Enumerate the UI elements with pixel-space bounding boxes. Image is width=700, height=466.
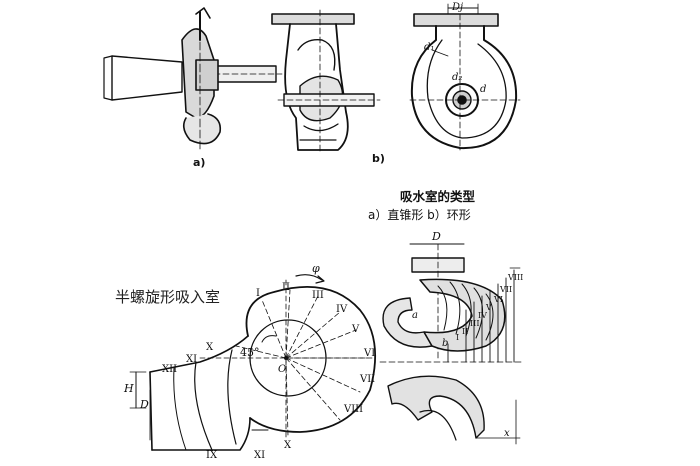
roman-VI: VI xyxy=(363,348,375,359)
ring-d2-label: d₂ xyxy=(452,72,462,83)
section-a-label: a xyxy=(412,310,418,321)
section-roman-III: III xyxy=(470,319,479,328)
roman-IV: IV xyxy=(336,304,348,315)
roman-XII: XII xyxy=(162,364,177,375)
figure-label-b: b) xyxy=(372,152,385,165)
ring-chamber-front-view xyxy=(409,3,521,151)
roman-III: III xyxy=(312,290,324,301)
roman-VIII: VIII xyxy=(343,404,363,415)
roman-II: II xyxy=(282,282,290,293)
roman-VII: VII xyxy=(359,374,375,385)
roman-I: I xyxy=(256,288,260,299)
roman-XI-bottom: XI xyxy=(254,450,265,461)
section-roman-V: V xyxy=(485,303,492,312)
semi-spiral-chamber-drawing xyxy=(129,274,377,451)
H-label: H xyxy=(123,382,134,395)
section-roman-VI: VI xyxy=(493,295,503,304)
section-roman-I: I xyxy=(456,333,459,342)
section-x-label: x xyxy=(504,428,510,439)
section-views-drawing xyxy=(379,243,525,445)
roman-X: X xyxy=(206,342,214,353)
figure-label-a: a) xyxy=(193,156,206,169)
caption-items: a）直锥形 b）环形 xyxy=(368,208,471,222)
caption-title: 吸水室的类型 xyxy=(400,189,476,204)
section-roman-IV: IV xyxy=(478,311,487,320)
roman-IX: IX xyxy=(206,450,218,461)
roman-X-bottom: X xyxy=(284,440,292,451)
section-D-label: D xyxy=(431,230,441,243)
section-roman-VII: VII xyxy=(499,285,512,294)
phi-label: φ xyxy=(312,262,320,275)
ring-d-label: d xyxy=(480,84,486,95)
roman-V: V xyxy=(351,324,360,335)
semi-spiral-section-title: 半螺旋形吸入室 xyxy=(115,288,221,306)
ring-d1-label: d₁ xyxy=(424,42,434,53)
section-roman-VIII: VIII xyxy=(507,273,523,282)
roman-XI: XI xyxy=(186,354,197,365)
straight-cone-chamber-drawing xyxy=(103,7,283,151)
ring-chamber-side-section xyxy=(271,9,381,153)
D-label: D xyxy=(139,398,149,411)
center-O-label: O xyxy=(278,364,286,375)
ring-Dj-label: Dj xyxy=(451,2,463,13)
angle-label: 45° xyxy=(240,346,260,359)
section-b-label: b xyxy=(442,338,448,349)
section-roman-II: II xyxy=(462,327,468,336)
